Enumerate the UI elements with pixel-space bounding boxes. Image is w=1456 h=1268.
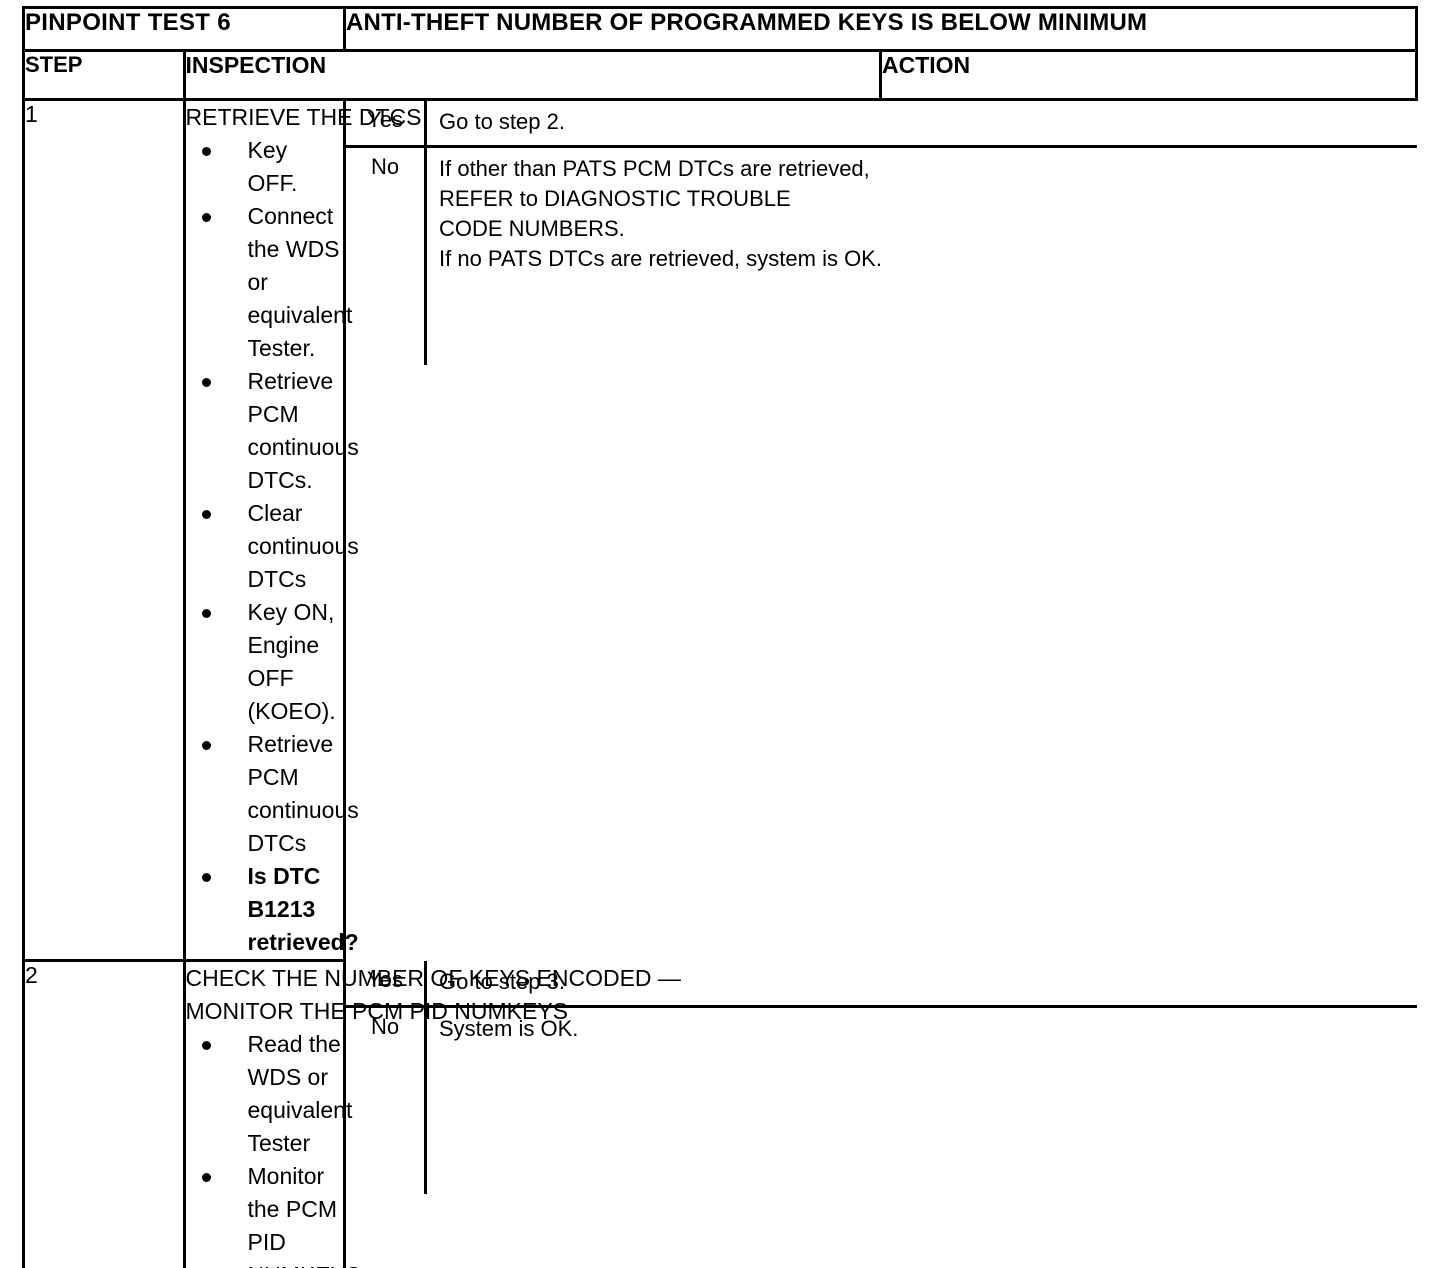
list-item: Retrieve PCM continuous DTCs. bbox=[186, 365, 344, 497]
inspection-bullet-list: Read the WDS or equivalent Tester Monito… bbox=[186, 1028, 344, 1268]
step-number-cell-1: 1 bbox=[24, 100, 185, 961]
bullet-dot-icon bbox=[202, 213, 211, 222]
bullet-text: Read the WDS or equivalent Tester bbox=[248, 1031, 353, 1156]
no-label: No bbox=[371, 154, 399, 179]
bullet-dot-icon bbox=[202, 510, 211, 519]
column-header-step: STEP bbox=[25, 52, 82, 77]
list-item-question: Is DTC B1213 retrieved? bbox=[186, 860, 344, 959]
bullet-dot-icon bbox=[202, 1041, 211, 1050]
yes-branch-row: Yes Go to step 3. bbox=[346, 961, 1417, 1007]
bullet-text: Is DTC B1213 retrieved? bbox=[248, 863, 359, 955]
inspection-heading: RETRIEVE THE DTCS bbox=[186, 101, 344, 134]
pinpoint-test-table: PINPOINT TEST 6 ANTI-THEFT NUMBER OF PRO… bbox=[22, 6, 1418, 1268]
column-header-action-cell: ACTION bbox=[881, 51, 1417, 100]
bullet-dot-icon bbox=[202, 147, 211, 156]
yes-action-cell: Go to step 3. bbox=[426, 961, 1417, 1007]
bullet-text: Key ON, Engine OFF (KOEO). bbox=[248, 599, 336, 724]
list-item: Clear continuous DTCs bbox=[186, 497, 344, 596]
action-block-1: Yes Go to step 2. No If other than PATS … bbox=[345, 100, 1417, 961]
table-column-header-row: STEP INSPECTION ACTION bbox=[24, 51, 1417, 100]
list-item: Connect the WDS or equivalent Tester. bbox=[186, 200, 344, 365]
bullet-dot-icon bbox=[202, 1173, 211, 1182]
yes-branch-row: Yes Go to step 2. bbox=[346, 101, 1417, 147]
step-number: 2 bbox=[25, 962, 38, 988]
action-text: Go to step 2. bbox=[439, 107, 1407, 137]
pinpoint-test-label-cell: PINPOINT TEST 6 bbox=[24, 8, 345, 51]
inspection-heading-line-2: MONITOR THE PCM PID NUMKEYS bbox=[186, 995, 344, 1028]
action-text: If other than PATS PCM DTCs are retrieve… bbox=[439, 154, 1407, 184]
action-text: Go to step 3. bbox=[439, 967, 1407, 997]
inspection-cell-1: RETRIEVE THE DTCS Key OFF. Connect the W… bbox=[184, 100, 345, 961]
no-label: No bbox=[371, 1014, 399, 1039]
column-header-step-cell: STEP bbox=[24, 51, 185, 100]
yes-no-table-1: Yes Go to step 2. No If other than PATS … bbox=[346, 101, 1417, 365]
no-action-cell: If other than PATS PCM DTCs are retrieve… bbox=[426, 147, 1417, 365]
bullet-dot-icon bbox=[202, 609, 211, 618]
action-text: System is OK. bbox=[439, 1014, 1407, 1044]
bullet-text: Connect the WDS or equivalent Tester. bbox=[248, 203, 353, 361]
no-branch-row: No If other than PATS PCM DTCs are retri… bbox=[346, 147, 1417, 365]
list-item: Key ON, Engine OFF (KOEO). bbox=[186, 596, 344, 728]
no-label-cell: No bbox=[346, 147, 426, 365]
no-branch-row: No System is OK. bbox=[346, 1006, 1417, 1194]
list-item: Retrieve PCM continuous DTCs bbox=[186, 728, 344, 860]
column-header-action: ACTION bbox=[882, 52, 970, 78]
action-block-2: Yes Go to step 3. No System is OK. bbox=[345, 961, 1417, 1268]
yes-action-cell: Go to step 2. bbox=[426, 101, 1417, 147]
pinpoint-test-name-cell: ANTI-THEFT NUMBER OF PROGRAMMED KEYS IS … bbox=[345, 8, 1417, 51]
column-header-inspection-cell: INSPECTION bbox=[184, 51, 881, 100]
action-text: REFER to DIAGNOSTIC TROUBLE bbox=[439, 184, 1407, 214]
table-row: 2 CHECK THE NUMBER OF KEYS ENCODED — MON… bbox=[24, 961, 1417, 1268]
column-header-inspection: INSPECTION bbox=[186, 52, 327, 78]
bullet-dot-icon bbox=[202, 378, 211, 387]
document-page: PINPOINT TEST 6 ANTI-THEFT NUMBER OF PRO… bbox=[0, 0, 1456, 634]
no-action-cell: System is OK. bbox=[426, 1006, 1417, 1194]
bullet-text: Clear continuous DTCs bbox=[248, 500, 359, 592]
action-text: If no PATS DTCs are retrieved, system is… bbox=[439, 244, 1407, 274]
action-text: CODE NUMBERS. bbox=[439, 214, 1407, 244]
no-label-cell: No bbox=[346, 1006, 426, 1194]
pinpoint-test-name: ANTI-THEFT NUMBER OF PROGRAMMED KEYS IS … bbox=[346, 9, 1147, 36]
list-item: Monitor the PCM PID NUMKEYS. bbox=[186, 1160, 344, 1268]
bullet-text: Retrieve PCM continuous DTCs. bbox=[248, 368, 359, 493]
table-title-row: PINPOINT TEST 6 ANTI-THEFT NUMBER OF PRO… bbox=[24, 8, 1417, 51]
bullet-text: Key OFF. bbox=[248, 137, 298, 196]
pinpoint-test-label: PINPOINT TEST 6 bbox=[25, 9, 231, 36]
list-item: Key OFF. bbox=[186, 134, 344, 200]
yes-no-table-2: Yes Go to step 3. No System is OK. bbox=[346, 961, 1417, 1195]
inspection-cell-2: CHECK THE NUMBER OF KEYS ENCODED — MONIT… bbox=[184, 961, 345, 1268]
yes-label: Yes bbox=[367, 967, 403, 992]
inspection-heading-line-1: CHECK THE NUMBER OF KEYS ENCODED — bbox=[186, 962, 344, 995]
step-number: 1 bbox=[25, 101, 38, 127]
bullet-dot-icon bbox=[202, 741, 211, 750]
yes-label: Yes bbox=[367, 107, 403, 132]
list-item: Read the WDS or equivalent Tester bbox=[186, 1028, 344, 1160]
step-number-cell-2: 2 bbox=[24, 961, 185, 1268]
bullet-text: Retrieve PCM continuous DTCs bbox=[248, 731, 359, 856]
table-row: 1 RETRIEVE THE DTCS Key OFF. Connect the… bbox=[24, 100, 1417, 961]
bullet-dot-icon bbox=[202, 873, 211, 882]
inspection-bullet-list: Key OFF. Connect the WDS or equivalent T… bbox=[186, 134, 344, 959]
yes-label-cell: Yes bbox=[346, 961, 426, 1007]
